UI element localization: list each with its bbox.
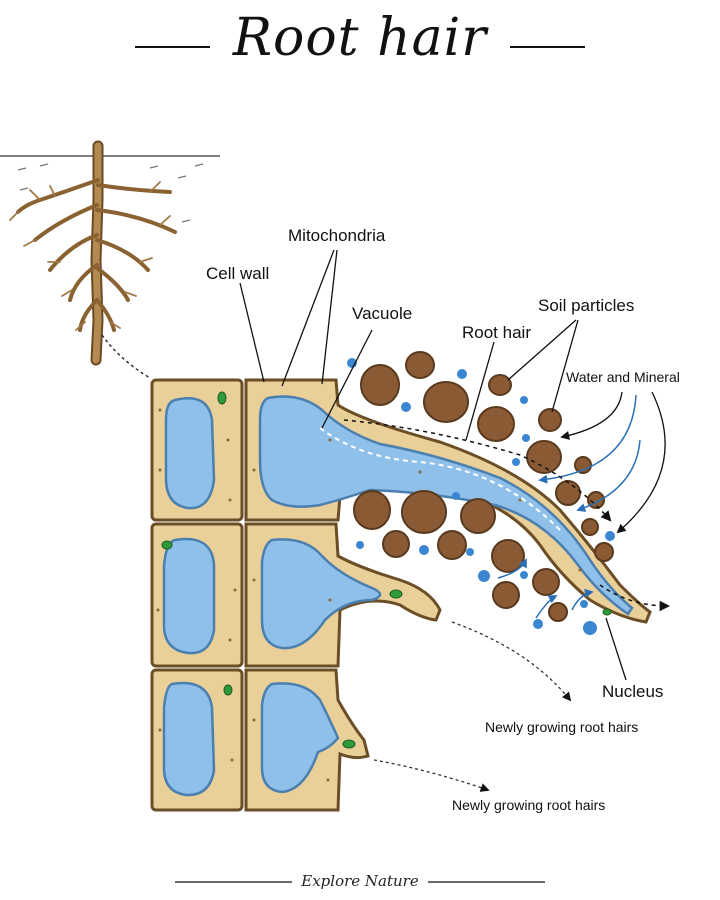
mitochondria xyxy=(161,391,612,749)
label-soil-particles: Soil particles xyxy=(538,296,635,315)
vacuoles xyxy=(162,395,634,797)
new-hair-pointer-1 xyxy=(451,621,572,702)
internal-flow-arrow xyxy=(319,427,561,531)
label-newly-growing-root-hairs-1: Newly growing root hairs xyxy=(485,719,639,735)
root-system-illustration xyxy=(0,140,220,379)
dashed-flow-arrow-tip xyxy=(599,584,671,612)
label-cell-wall: Cell wall xyxy=(206,264,270,283)
label-newly-growing-root-hairs-2: Newly growing root hairs xyxy=(452,797,606,813)
soil-particles xyxy=(353,351,614,622)
footer-caption: Explore Nature xyxy=(301,872,419,890)
label-vacuole: Vacuole xyxy=(352,304,413,323)
leader-lines xyxy=(239,249,666,681)
new-hair-pointer-2 xyxy=(373,759,490,792)
diagram-title: Root hair xyxy=(232,8,488,68)
label-root-hair: Root hair xyxy=(462,323,531,342)
cytoplasm-granules xyxy=(156,408,582,782)
label-water-and-mineral: Water and Mineral xyxy=(566,369,680,385)
label-mitochondria: Mitochondria xyxy=(288,226,386,245)
label-nucleus: Nucleus xyxy=(602,682,664,701)
